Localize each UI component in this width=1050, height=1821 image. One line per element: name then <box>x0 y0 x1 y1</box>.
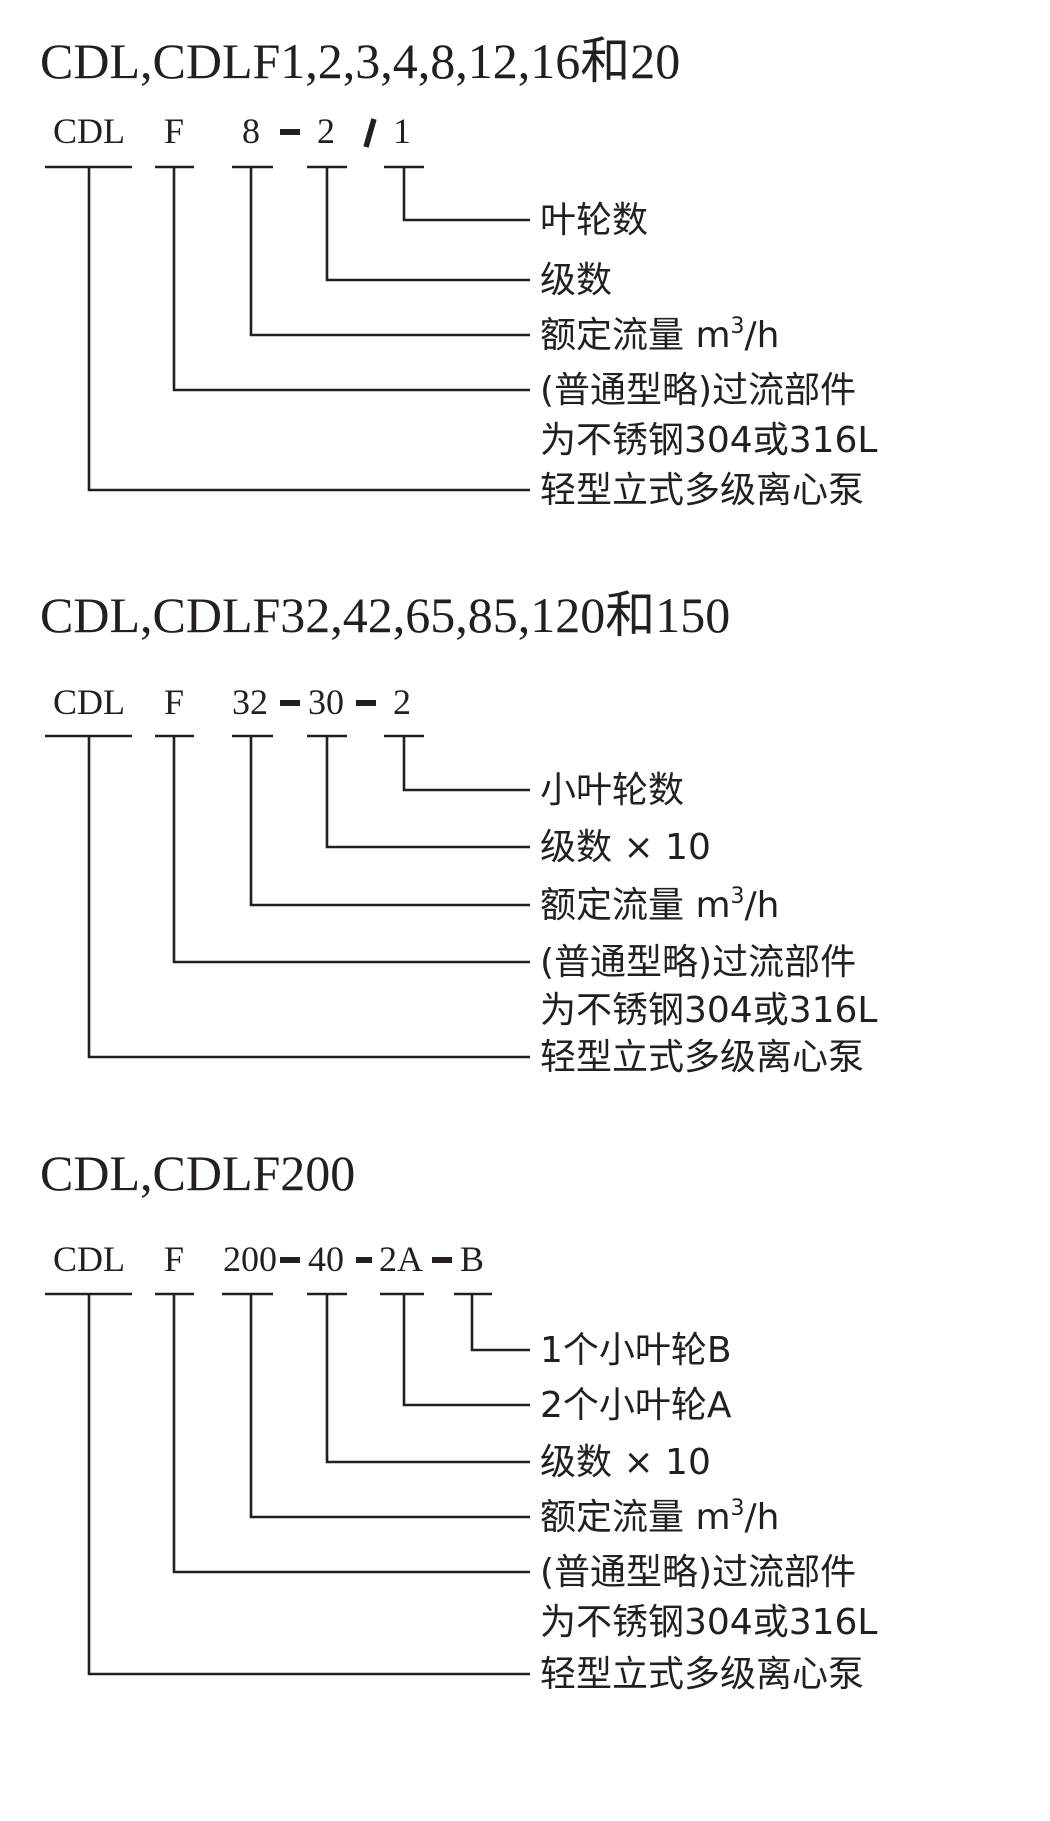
section-2-title: CDL,CDLF32,42,65,85,120和150 <box>40 587 730 643</box>
label-material-line2: 为不锈钢304或316L <box>540 420 877 461</box>
section-1-title: CDL,CDLF1,2,3,4,8,12,16和20 <box>40 33 680 89</box>
code-flow: 8 <box>242 111 260 151</box>
label-rated-flow: 额定流量 m3/h <box>540 314 779 356</box>
section-2: CDL,CDLF32,42,65,85,120和150 CDL F 32 30 … <box>40 587 877 1078</box>
code-material: F <box>164 682 184 722</box>
code-material: F <box>164 111 184 151</box>
code-stages: 30 <box>308 682 344 722</box>
code-impeller-a: 2A <box>379 1239 423 1279</box>
code-flow: 200 <box>223 1239 277 1279</box>
leader-lines <box>87 167 530 492</box>
section-3: CDL,CDLF200 CDL F 200 40 2A B 1个小叶轮B 2个小… <box>40 1145 877 1695</box>
label-stage-count: 级数 × 10 <box>540 827 711 868</box>
code-stages: 40 <box>308 1239 344 1279</box>
code-flow: 32 <box>232 682 268 722</box>
label-impeller-a: 2个小叶轮A <box>540 1385 732 1426</box>
section-1: CDL,CDLF1,2,3,4,8,12,16和20 CDL F 8 2 1 叶… <box>40 33 877 511</box>
code-stages: 2 <box>317 111 335 151</box>
label-stage-count: 级数 <box>540 260 612 301</box>
code-separator-slash <box>363 118 377 148</box>
label-stage-count: 级数 × 10 <box>540 1442 711 1483</box>
code-series: CDL <box>53 682 125 722</box>
label-material-line2: 为不锈钢304或316L <box>540 990 877 1031</box>
label-material-line1: (普通型略)过流部件 <box>540 370 856 411</box>
code-impeller-b: B <box>460 1239 484 1279</box>
leader-lines <box>87 736 530 1059</box>
code-small-impellers: 2 <box>393 682 411 722</box>
leader-lines <box>87 1294 530 1676</box>
label-pump-type: 轻型立式多级离心泵 <box>540 470 864 511</box>
label-material-line1: (普通型略)过流部件 <box>540 942 856 983</box>
label-pump-type: 轻型立式多级离心泵 <box>540 1037 864 1078</box>
code-series: CDL <box>53 1239 125 1279</box>
label-rated-flow: 额定流量 m3/h <box>540 884 779 926</box>
label-small-impeller-count: 小叶轮数 <box>540 770 684 811</box>
code-impellers: 1 <box>393 111 411 151</box>
code-series: CDL <box>53 111 125 151</box>
code-material: F <box>164 1239 184 1279</box>
label-rated-flow: 额定流量 m3/h <box>540 1496 779 1538</box>
label-material-line1: (普通型略)过流部件 <box>540 1552 856 1593</box>
label-impeller-b: 1个小叶轮B <box>540 1330 732 1371</box>
label-pump-type: 轻型立式多级离心泵 <box>540 1654 864 1695</box>
label-material-line2: 为不锈钢304或316L <box>540 1602 877 1643</box>
section-3-title: CDL,CDLF200 <box>40 1145 355 1201</box>
label-impeller-count: 叶轮数 <box>540 200 648 241</box>
